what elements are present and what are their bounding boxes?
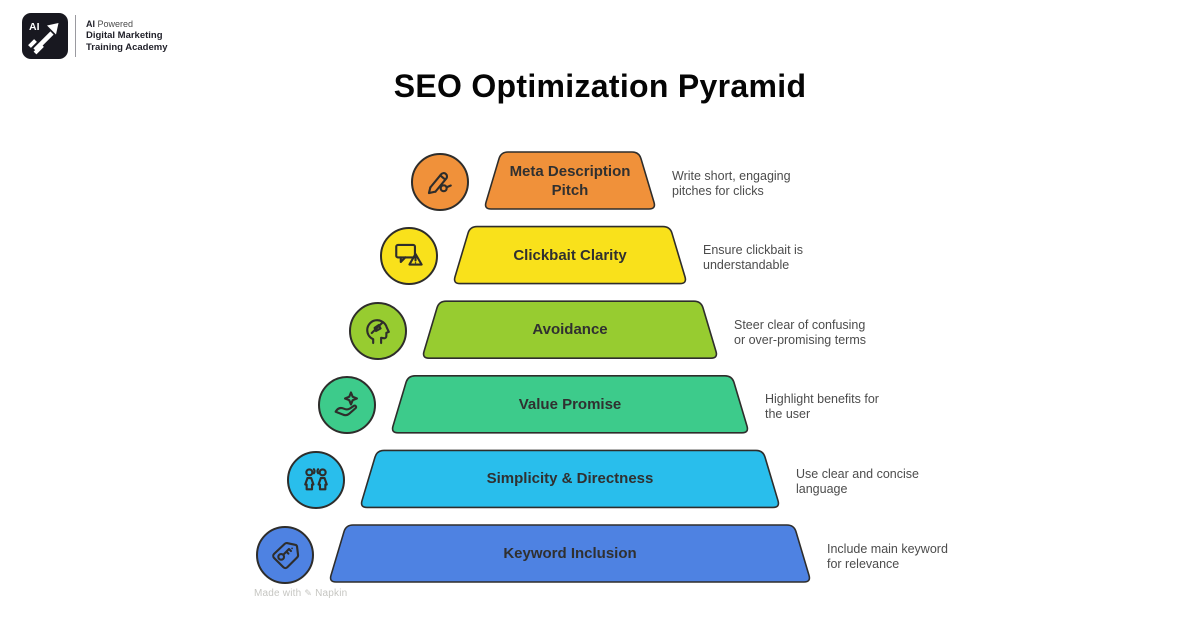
- logo-text: AI Powered Digital Marketing Training Ac…: [86, 18, 167, 54]
- pyramid-level-shape-meta-description-pitch: [484, 151, 656, 210]
- speech-warning-icon: [380, 227, 438, 286]
- napkin-logo-icon: ✎: [304, 588, 313, 598]
- logo-line-3: Training Academy: [86, 42, 168, 53]
- pyramid-level-shape-clickbait-clarity: [453, 225, 687, 285]
- pyramid-level-shape-value-promise: [391, 375, 749, 434]
- head-avoid-icon: [349, 301, 407, 360]
- pyramid-level-shape-simplicity-directness: [360, 449, 780, 509]
- logo-divider: [75, 15, 76, 57]
- pen-icon: [411, 152, 469, 211]
- watermark-brand: Napkin: [315, 588, 348, 599]
- hand-sparkle-icon: [318, 376, 376, 435]
- people-talk-icon: [287, 450, 345, 509]
- logo-badge-text: AI: [29, 21, 40, 33]
- page-title: SEO Optimization Pyramid: [393, 68, 807, 104]
- watermark: Made with ✎ Napkin: [254, 588, 347, 599]
- tag-key-icon: [256, 525, 314, 584]
- pyramid-level-shape-avoidance: [422, 300, 718, 359]
- brand-logo: AI AI Powered Digital Marketing Training…: [22, 13, 167, 59]
- logo-line-2: Digital Marketing: [86, 30, 163, 41]
- pyramid-level-shape-keyword-inclusion: [329, 524, 811, 583]
- watermark-prefix: Made with: [254, 588, 302, 599]
- ai-arrow-logo-icon: AI: [22, 13, 68, 59]
- logo-tagline: AI Powered: [86, 19, 134, 29]
